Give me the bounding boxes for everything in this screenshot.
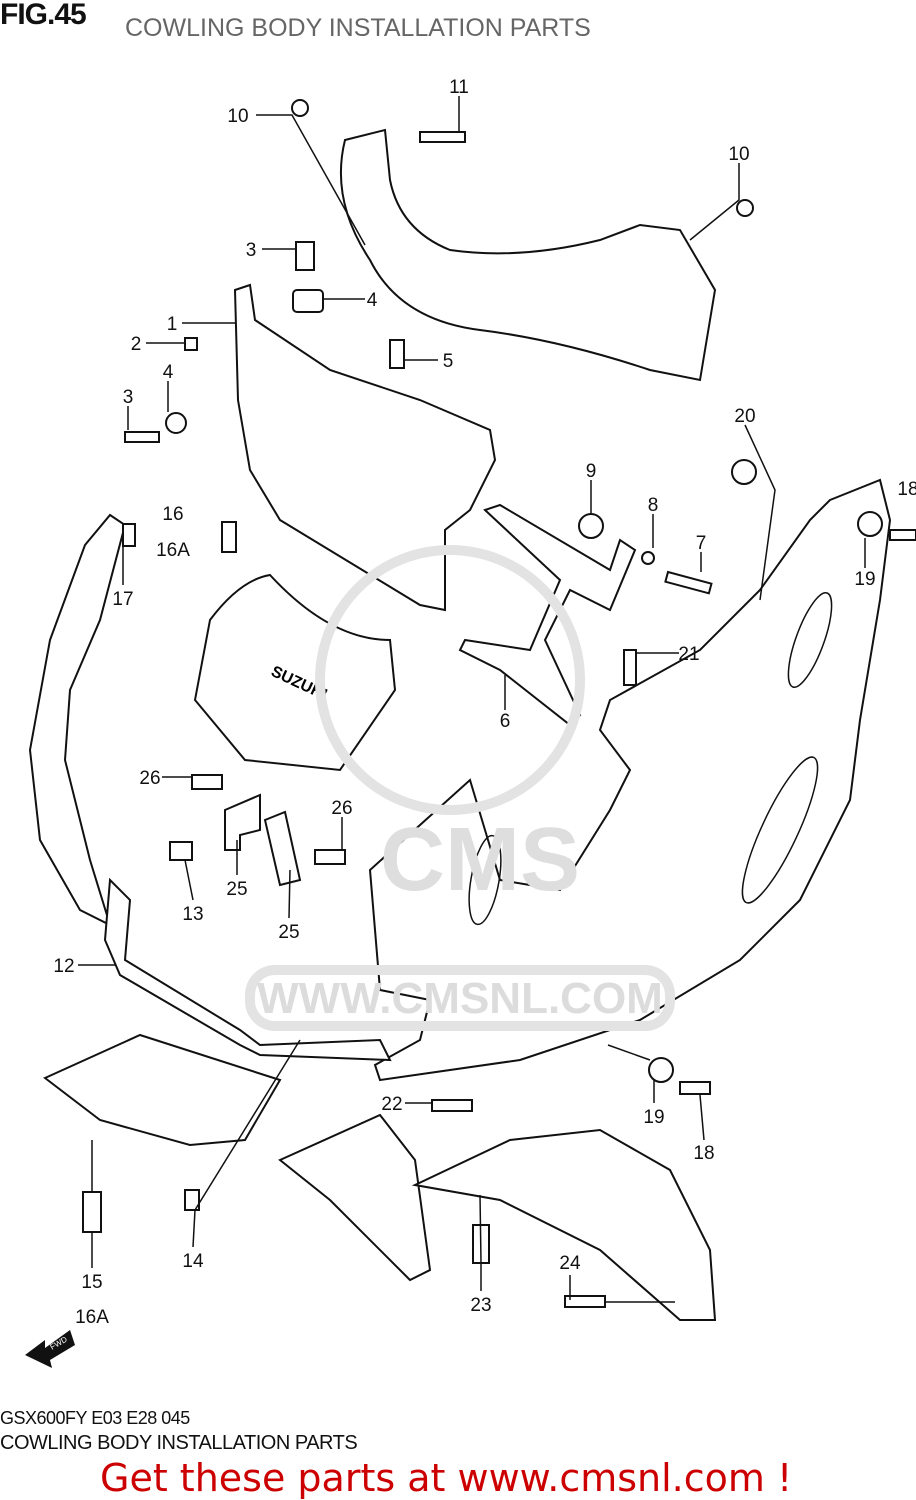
callout-24: 13 [182,904,203,925]
callout-5: 1 [167,314,178,335]
callout-3: 3 [246,240,257,261]
callout-20: 6 [500,711,511,732]
diagram-title: COWLING BODY INSTALLATION PARTS [125,14,591,42]
lower-cowl-right [411,1128,717,1321]
callout-16: 18 [897,479,916,500]
callout-7: 5 [443,351,454,372]
callout-15: 7 [696,533,707,554]
callout-25: 25 [278,922,299,943]
callout-6: 2 [131,334,142,355]
center-cowl-panel [193,573,397,772]
watermark-text: WWW.CMSNL.COM [257,974,663,1023]
callout-13: 16 [162,504,183,525]
callout-29: 18 [693,1143,714,1164]
callout-12: 8 [648,495,659,516]
callout-27: 22 [381,1094,402,1115]
watermark-logo-text: CMS [380,810,580,910]
callout-14: 16A [156,540,190,561]
figure-number: FIG.45 [0,0,87,31]
watermark-logo: WWW.CMSNL.COM CMS [245,545,675,1031]
callout-9: 3 [123,387,134,408]
bracket [458,503,637,727]
callout-32: 15 [81,1272,102,1293]
callout-31: 24 [559,1253,581,1274]
promo-link[interactable]: Get these parts at www.cmsnl.com ! [100,1456,793,1500]
callout-10: 20 [734,406,755,427]
callout-4: 4 [367,290,378,311]
cowling-frame [233,283,497,612]
bracket-left [224,793,261,851]
fwd-arrow-icon: FWD [25,1330,75,1368]
callout-22: 26 [331,798,352,819]
lower-cowl-left [43,1033,282,1147]
callout-1: 10 [227,106,248,127]
lower-cowl-center [278,1113,432,1282]
callout-23: 25 [226,879,247,900]
right-side-cowl [368,478,892,1082]
callout-2: 10 [728,144,749,165]
upper-cowl-inner [339,128,717,382]
callout-33: 23 [470,1295,491,1316]
leader-lines [78,96,866,1303]
callout-0: 11 [449,77,469,98]
bracket-right [263,810,302,887]
callout-8: 4 [163,362,174,383]
callout-19: 21 [678,644,699,665]
callout-28: 19 [643,1107,664,1128]
callout-21: 26 [139,768,160,789]
left-side-cowl [28,513,127,927]
callout-11: 9 [586,461,597,482]
model-code: GSX600FY E03 E28 045 [0,1408,190,1428]
callout-30: 14 [182,1251,204,1272]
cowling-stay [103,877,392,1062]
callout-17: 19 [854,569,875,590]
callout-18: 17 [112,589,133,610]
callout-26: 12 [53,956,74,977]
callout-34: 16A [75,1307,109,1328]
fasteners [82,99,916,1308]
footer-caption: COWLING BODY INSTALLATION PARTS [0,1432,358,1454]
